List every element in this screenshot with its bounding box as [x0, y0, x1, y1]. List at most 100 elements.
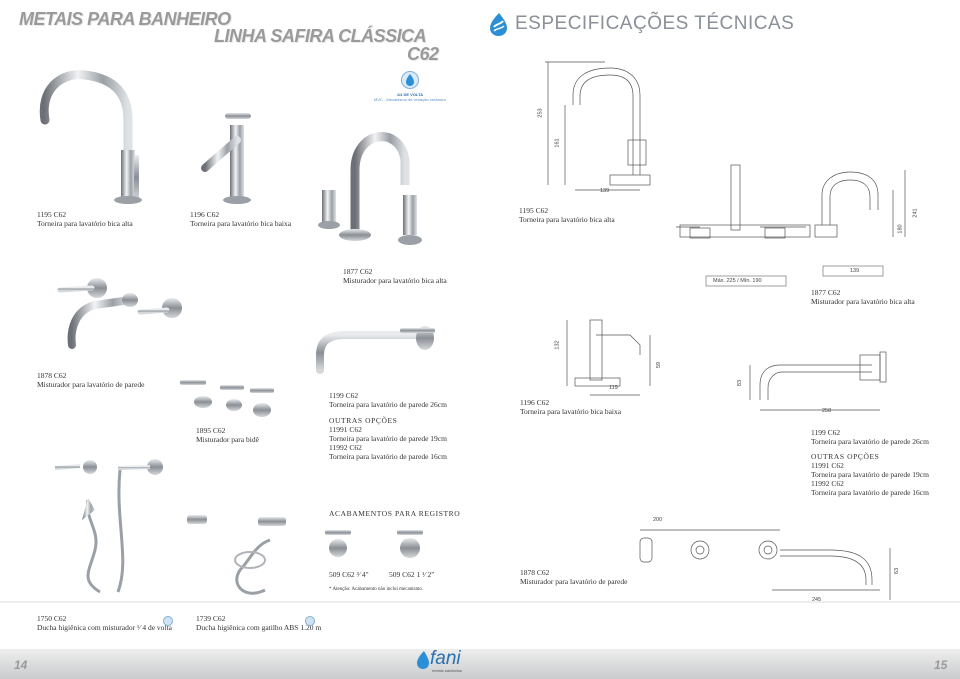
caption-spec-1199-name: Torneira para lavatório de parede 26cm	[811, 437, 929, 446]
tech-drawing-1199	[749, 351, 887, 411]
page-number-left: 14	[14, 658, 28, 672]
caption-1877-name: Misturador para lavatório bica alta	[343, 276, 447, 285]
caption-1199-code: 1199 C62	[329, 391, 359, 400]
tech-drawing-1877	[676, 164, 906, 287]
faucet-1199-image	[316, 326, 435, 374]
caption-1739-code: 1739 C62	[196, 614, 226, 623]
brand-subtitle: metais sanitários	[432, 668, 463, 673]
caption-11991-code: 11991 C62	[329, 425, 362, 434]
mvc-badge-1739-icon	[305, 616, 315, 626]
faucet-1878-image	[57, 278, 182, 349]
caption-1877: 1877 C62 Misturador para lavatório bica …	[343, 267, 447, 285]
caption-spec-1199-code: 1199 C62	[811, 428, 841, 437]
dim-253: 253	[537, 108, 544, 118]
caption-11991-name: Torneira para lavatório de parede 19cm	[329, 434, 447, 443]
caption-1750-name: Ducha higiênica com misturador ¹⁄ 4 de v…	[37, 623, 172, 632]
page-number-right: 15	[934, 658, 948, 672]
caption-spec-11991-code: 11991 C62	[811, 461, 844, 470]
caption-1195-name: Torneira para lavatório bica alta	[37, 219, 133, 228]
caption-spec-1877-name: Misturador para lavatório bica alta	[811, 297, 915, 306]
caption-1895-code: 1895 C62	[196, 426, 226, 435]
registro-finish-images	[325, 530, 423, 558]
mixer-1895-image	[180, 380, 274, 417]
acabamento-1-1-2: 509 C62 1 ¹⁄ 2"	[389, 570, 435, 579]
caption-spec-11992-name: Torneira para lavatório de parede 16cm	[811, 488, 929, 497]
dim-139-b: 139	[850, 268, 860, 274]
dim-245: 245	[812, 597, 822, 603]
caption-spec-1196-code: 1196 C62	[520, 398, 550, 407]
brand-drop-icon	[417, 651, 429, 669]
caption-spec-1877-code: 1877 C62	[811, 288, 841, 297]
tech-drawing-1878	[639, 529, 891, 600]
caption-1195: 1195 C62 Torneira para lavatório bica al…	[37, 210, 133, 228]
caption-1196-code: 1196 C62	[190, 210, 220, 219]
mvc-line-1: 1/4 DE VOLTA	[396, 92, 424, 97]
dim-132: 132	[554, 340, 561, 350]
caption-1199: 1199 C62 Torneira para lavatório de pare…	[329, 391, 447, 461]
dim-180: 180	[897, 224, 904, 234]
dim-200: 200	[653, 517, 663, 523]
caption-spec-1195-code: 1195 C62	[519, 206, 549, 215]
caption-1878: 1878 C62 Misturador para lavatório de pa…	[37, 371, 144, 389]
dim-max-min: Máx. 225 / Mín. 190	[713, 278, 762, 284]
faucet-1195-image	[39, 70, 142, 204]
caption-spec-1196: 1196 C62 Torneira para lavatório bica ba…	[520, 398, 621, 416]
caption-1199-options-title: OUTRAS OPÇÕES	[329, 416, 398, 425]
caption-spec-1199-options-title: OUTRAS OPÇÕES	[811, 452, 880, 461]
caption-spec-1878-name: Misturador para lavatório de parede	[520, 577, 628, 586]
footer-bar	[0, 649, 960, 679]
dim-241: 241	[912, 208, 919, 218]
caption-spec-11991-name: Torneira para lavatório de parede 19cm	[811, 470, 929, 479]
caption-1750: 1750 C62 Ducha higiênica com misturador …	[37, 614, 172, 632]
acabamentos-title: ACABAMENTOS PARA REGISTRO	[329, 509, 461, 518]
caption-1199-name: Torneira para lavatório de parede 26cm	[329, 400, 447, 409]
mvc-line-2: MVC - Mecanismo de vedação cerâmico	[373, 97, 447, 102]
caption-11992-name: Torneira para lavatório de parede 16cm	[329, 452, 447, 461]
dim-139-a: 139	[600, 188, 610, 194]
tech-drawing-1195	[545, 61, 651, 191]
dim-63: 63	[894, 567, 901, 575]
caption-spec-11992-code: 11992 C62	[811, 479, 844, 488]
shower-1750-image	[54, 459, 163, 594]
caption-1878-code: 1878 C62	[37, 371, 67, 380]
caption-spec-1195-name: Torneira para lavatório bica alta	[519, 215, 615, 224]
dim-119: 119	[609, 385, 618, 391]
caption-11992-code: 11992 C62	[329, 443, 362, 452]
brand-logo: fani metais sanitários	[416, 648, 476, 676]
dim-161: 161	[554, 138, 561, 148]
caption-1877-code: 1877 C62	[343, 267, 373, 276]
spec-title: ESPECIFICAÇÕES TÉCNICAS	[515, 13, 795, 34]
caption-spec-1878: 1878 C62 Misturador para lavatório de pa…	[520, 568, 627, 586]
caption-spec-1196-name: Torneira para lavatório bica baixa	[520, 407, 622, 416]
caption-1196-name: Torneira para lavatório bica baixa	[190, 219, 292, 228]
dim-59: 59	[656, 361, 663, 369]
caption-1739: 1739 C62 Ducha higiênica com gatilho ABS…	[196, 614, 321, 632]
faucet-1196-image	[201, 113, 251, 204]
tech-drawing-1196	[566, 319, 651, 396]
mvc-badge-icon	[401, 71, 419, 89]
dim-258: 258	[822, 408, 832, 414]
title-line-3: C62	[407, 44, 439, 64]
acabamento-note: * Atenção: Acabamento não inclui mecanis…	[329, 587, 424, 592]
caption-spec-1195: 1195 C62 Torneira para lavatório bica al…	[519, 206, 615, 224]
caption-spec-1199: 1199 C62 Torneira para lavatório de pare…	[811, 428, 929, 497]
dim-83: 83	[737, 379, 744, 387]
caption-spec-1877: 1877 C62 Misturador para lavatório bica …	[811, 288, 915, 306]
caption-1750-code: 1750 C62	[37, 614, 67, 623]
title-line-2: LINHA SAFIRA CLÁSSICA	[214, 26, 427, 46]
mvc-badge-1750-icon	[163, 616, 173, 626]
caption-1739-name: Ducha higiênica com gatilho ABS 1.20 m	[196, 623, 322, 632]
caption-1895-name: Misturador para bidê	[196, 435, 259, 444]
faucet-1877-image	[318, 132, 422, 245]
caption-1195-code: 1195 C62	[37, 210, 67, 219]
product-artwork	[0, 61, 960, 603]
shower-1739-image	[187, 515, 286, 595]
spec-drop-icon	[489, 13, 508, 36]
brand-name: fani	[430, 648, 461, 669]
title-line-1: METAIS PARA BANHEIRO	[19, 9, 231, 29]
acabamento-3-4: 509 C62 ³⁄ 4"	[329, 570, 369, 579]
caption-1196: 1196 C62 Torneira para lavatório bica ba…	[190, 210, 291, 228]
caption-1895: 1895 C62 Misturador para bidê	[196, 426, 259, 444]
caption-spec-1878-code: 1878 C62	[520, 568, 550, 577]
caption-1878-name: Misturador para lavatório de parede	[37, 380, 145, 389]
